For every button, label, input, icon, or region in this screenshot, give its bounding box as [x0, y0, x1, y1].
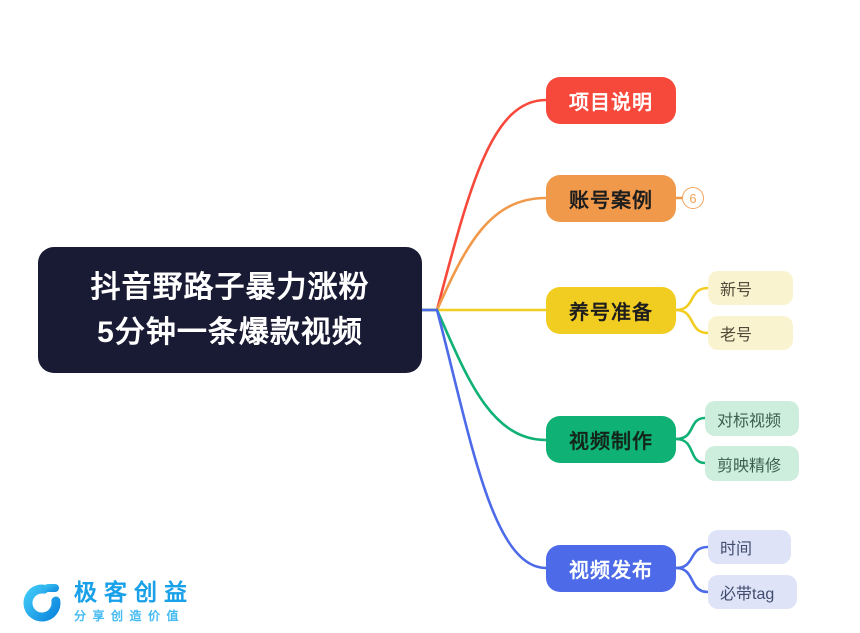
edge-project-intro — [420, 98, 548, 312]
branch-label: 账号案例 — [569, 190, 653, 212]
child-label: 老号 — [720, 327, 753, 344]
branch-node-account-cases[interactable]: 账号案例 — [546, 175, 676, 222]
edge-child-capcut-edit — [674, 437, 707, 465]
branch-label: 养号准备 — [569, 302, 653, 324]
branch-node-video-production[interactable]: 视频制作 — [546, 416, 676, 463]
branch-node-account-prep[interactable]: 养号准备 — [546, 287, 676, 334]
collapsed-count: 6 — [689, 190, 697, 206]
child-node-capcut-edit[interactable]: 剪映精修 — [705, 446, 799, 481]
branch-label: 项目说明 — [569, 92, 653, 114]
child-label: 时间 — [720, 541, 753, 558]
central-topic-node[interactable]: 抖音野路子暴力涨粉 5分钟一条爆款视频 — [38, 247, 422, 373]
edge-account-cases — [420, 196, 548, 312]
child-node-benchmark-video[interactable]: 对标视频 — [705, 401, 799, 436]
brand-name: 极客创益 — [74, 579, 194, 605]
child-node-new-account[interactable]: 新号 — [708, 271, 793, 305]
brand-logo-icon — [23, 584, 61, 622]
child-label: 对标视频 — [717, 412, 782, 430]
edge-child-new-account — [674, 286, 710, 312]
edge-video-publish — [420, 308, 548, 570]
edge-child-publish-time — [674, 545, 710, 570]
central-topic-line2: 5分钟一条爆款视频 — [97, 316, 363, 349]
branch-label: 视频制作 — [569, 431, 653, 453]
branch-label: 视频发布 — [569, 560, 653, 582]
brand-slogan: 分享创造价值 — [74, 609, 186, 623]
edge-video-production — [420, 308, 548, 442]
collapsed-children-count-badge[interactable]: 6 — [682, 187, 704, 209]
edge-child-required-tag — [674, 566, 710, 594]
child-label: 剪映精修 — [717, 457, 782, 475]
edge-child-benchmark-video — [674, 416, 707, 441]
watermark-logo: 极客创益 分享创造价值 — [20, 580, 194, 624]
central-topic-line1: 抖音野路子暴力涨粉 — [90, 271, 370, 304]
child-label: 新号 — [720, 282, 753, 299]
child-node-required-tag[interactable]: 必带tag — [708, 575, 797, 609]
child-label: 必带tag — [720, 586, 775, 603]
watermark-text: 极客创益 分享创造价值 — [74, 580, 194, 624]
child-node-publish-time[interactable]: 时间 — [708, 530, 791, 564]
child-node-old-account[interactable]: 老号 — [708, 316, 793, 350]
edge-child-old-account — [674, 308, 710, 335]
branch-node-video-publish[interactable]: 视频发布 — [546, 545, 676, 592]
branch-node-project-intro[interactable]: 项目说明 — [546, 77, 676, 124]
